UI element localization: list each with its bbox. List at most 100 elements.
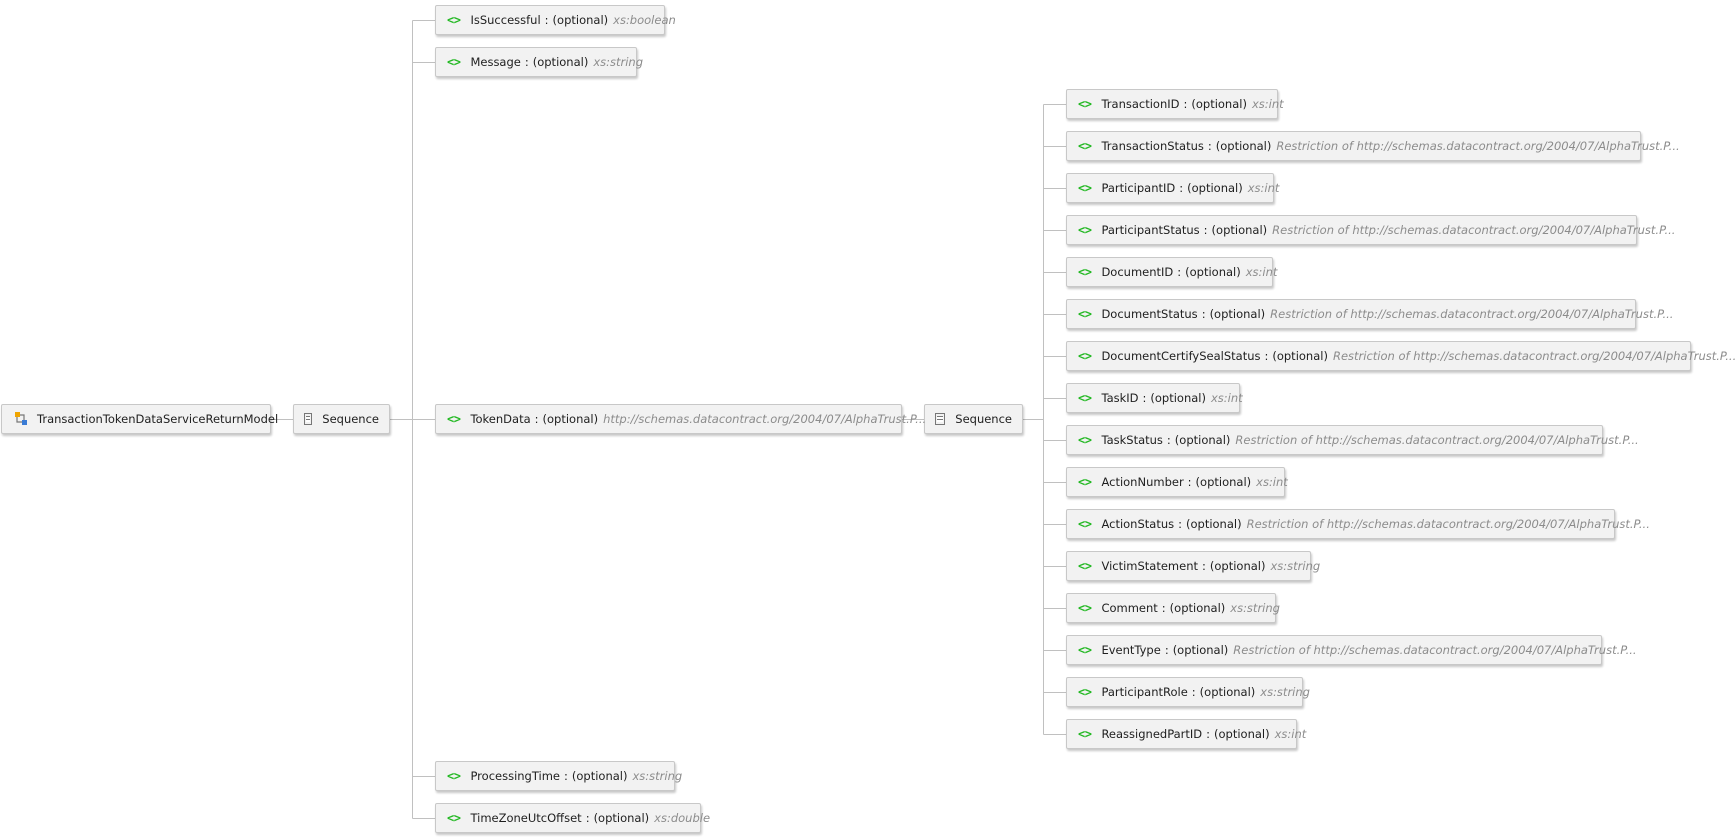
element-optional: (optional) bbox=[532, 55, 589, 69]
element-icon: <> bbox=[1078, 433, 1092, 447]
element-icon: <> bbox=[1078, 685, 1092, 699]
element-node-participantrole[interactable]: <> ParticipantRole : (optional) xs:strin… bbox=[1066, 677, 1310, 707]
element-node-tokendata[interactable]: <> TokenData : (optional) http://schemas… bbox=[435, 404, 926, 434]
element-name: TransactionID bbox=[1101, 97, 1180, 111]
element-node-actionnumber[interactable]: <> ActionNumber : (optional) xs:int bbox=[1066, 467, 1288, 497]
element-node-documentcertifysealstatus[interactable]: <> DocumentCertifySealStatus : (optional… bbox=[1066, 341, 1736, 371]
element-type: xs:string bbox=[1260, 685, 1310, 699]
element-type: xs:int bbox=[1247, 181, 1280, 195]
element-type: Restriction of http://schemas.datacontra… bbox=[1276, 139, 1680, 153]
element-node-timezoneutcoffset[interactable]: <> TimeZoneUtcOffset : (optional) xs:dou… bbox=[435, 803, 710, 833]
element-type: xs:string bbox=[1230, 601, 1280, 615]
element-optional: (optional) bbox=[593, 811, 650, 825]
element-separator: : bbox=[1187, 475, 1192, 489]
root-type-node[interactable]: TransactionTokenDataServiceReturnModel bbox=[1, 404, 278, 434]
element-optional: (optional) bbox=[1211, 223, 1268, 237]
element-icon: <> bbox=[1078, 349, 1092, 363]
element-optional: (optional) bbox=[1172, 643, 1229, 657]
element-name: ActionStatus bbox=[1101, 517, 1175, 531]
element-optional: (optional) bbox=[1169, 601, 1226, 615]
element-separator: : bbox=[1183, 97, 1188, 111]
element-name: TransactionStatus bbox=[1101, 139, 1204, 153]
element-icon: <> bbox=[1078, 181, 1092, 195]
element-name: TimeZoneUtcOffset bbox=[470, 811, 582, 825]
element-type: xs:int bbox=[1251, 97, 1284, 111]
element-node-message[interactable]: <> Message : (optional) xs:string bbox=[435, 47, 643, 77]
element-type: xs:boolean bbox=[613, 13, 676, 27]
element-icon: <> bbox=[1078, 643, 1092, 657]
element-name: EventType bbox=[1101, 643, 1161, 657]
element-node-taskstatus[interactable]: <> TaskStatus : (optional) Restriction o… bbox=[1066, 425, 1639, 455]
element-node-reassignedpartid[interactable]: <> ReassignedPartID : (optional) xs:int bbox=[1066, 719, 1306, 749]
root-sequence-node[interactable]: Sequence bbox=[293, 404, 390, 434]
element-separator: : bbox=[1179, 181, 1184, 195]
element-icon: <> bbox=[447, 811, 461, 825]
element-type: xs:string bbox=[593, 55, 644, 69]
element-type: xs:int bbox=[1274, 727, 1307, 741]
element-name: ParticipantID bbox=[1101, 181, 1176, 195]
element-separator: : bbox=[1201, 307, 1206, 321]
element-separator: : bbox=[1206, 727, 1211, 741]
element-separator: : bbox=[1203, 223, 1208, 237]
element-type: Restriction of http://schemas.datacontra… bbox=[1235, 433, 1639, 447]
element-optional: (optional) bbox=[1187, 181, 1243, 195]
element-name: ReassignedPartID bbox=[1101, 727, 1203, 741]
element-separator: : bbox=[1177, 265, 1182, 279]
tokendata-sequence-label: Sequence bbox=[955, 412, 1012, 426]
element-node-eventtype[interactable]: <> EventType : (optional) Restriction of… bbox=[1066, 635, 1637, 665]
element-node-transactionid[interactable]: <> TransactionID : (optional) xs:int bbox=[1066, 89, 1284, 119]
element-separator: : bbox=[1207, 139, 1212, 153]
tokendata-sequence-node[interactable]: Sequence bbox=[924, 404, 1023, 434]
element-node-issuccessful[interactable]: <> IsSuccessful : (optional) xs:boolean bbox=[435, 5, 676, 35]
element-type: Restriction of http://schemas.datacontra… bbox=[1272, 223, 1676, 237]
element-optional: (optional) bbox=[1191, 97, 1247, 111]
element-name: DocumentCertifySealStatus bbox=[1101, 349, 1261, 363]
element-type: xs:int bbox=[1211, 391, 1243, 405]
root-sequence-label: Sequence bbox=[322, 412, 379, 426]
element-icon: <> bbox=[1078, 475, 1092, 489]
element-node-comment[interactable]: <> Comment : (optional) xs:string bbox=[1066, 593, 1280, 623]
element-node-actionstatus[interactable]: <> ActionStatus : (optional) Restriction… bbox=[1066, 509, 1650, 539]
element-node-documentid[interactable]: <> DocumentID : (optional) xs:int bbox=[1066, 257, 1277, 287]
element-node-taskid[interactable]: <> TaskID : (optional) xs:int bbox=[1066, 383, 1243, 413]
complex-type-icon bbox=[13, 411, 29, 427]
element-separator: : bbox=[1191, 685, 1196, 699]
element-node-participantid[interactable]: <> ParticipantID : (optional) xs:int bbox=[1066, 173, 1279, 203]
element-separator: : bbox=[1202, 559, 1206, 573]
element-icon: <> bbox=[1078, 391, 1092, 405]
element-icon: <> bbox=[1078, 601, 1092, 615]
element-optional: (optional) bbox=[1185, 265, 1241, 279]
element-type: xs:string bbox=[632, 769, 683, 783]
element-type: Restriction of http://schemas.datacontra… bbox=[1332, 349, 1736, 363]
element-separator: : bbox=[534, 412, 539, 426]
element-optional: (optional) bbox=[1215, 139, 1272, 153]
element-optional: (optional) bbox=[542, 412, 599, 426]
element-node-documentstatus[interactable]: <> DocumentStatus : (optional) Restricti… bbox=[1066, 299, 1673, 329]
element-separator: : bbox=[1178, 517, 1182, 531]
element-name: IsSuccessful bbox=[470, 13, 541, 27]
element-optional: (optional) bbox=[1209, 307, 1266, 321]
element-name: ProcessingTime bbox=[470, 769, 561, 783]
element-type: xs:int bbox=[1256, 475, 1288, 489]
element-name: DocumentID bbox=[1101, 265, 1174, 279]
element-name: VictimStatement bbox=[1101, 559, 1199, 573]
element-type: Restriction of http://schemas.datacontra… bbox=[1233, 643, 1637, 657]
element-node-victimstatement[interactable]: <> VictimStatement : (optional) xs:strin… bbox=[1066, 551, 1320, 581]
element-separator: : bbox=[544, 13, 549, 27]
element-icon: <> bbox=[447, 769, 461, 783]
element-optional: (optional) bbox=[552, 13, 609, 27]
element-separator: : bbox=[1166, 433, 1171, 447]
element-type: xs:string bbox=[1270, 559, 1321, 573]
element-type: Restriction of http://schemas.datacontra… bbox=[1246, 517, 1650, 531]
element-icon: <> bbox=[1078, 223, 1092, 237]
element-icon: <> bbox=[447, 412, 461, 426]
element-node-participantstatus[interactable]: <> ParticipantStatus : (optional) Restri… bbox=[1066, 215, 1675, 245]
element-icon: <> bbox=[1078, 97, 1092, 111]
element-node-processingtime[interactable]: <> ProcessingTime : (optional) xs:string bbox=[435, 761, 682, 791]
element-icon: <> bbox=[1078, 139, 1092, 153]
element-separator: : bbox=[524, 55, 529, 69]
element-separator: : bbox=[1142, 391, 1147, 405]
element-name: ActionNumber bbox=[1101, 475, 1184, 489]
element-icon: <> bbox=[1078, 265, 1092, 279]
element-node-transactionstatus[interactable]: <> TransactionStatus : (optional) Restri… bbox=[1066, 131, 1680, 161]
